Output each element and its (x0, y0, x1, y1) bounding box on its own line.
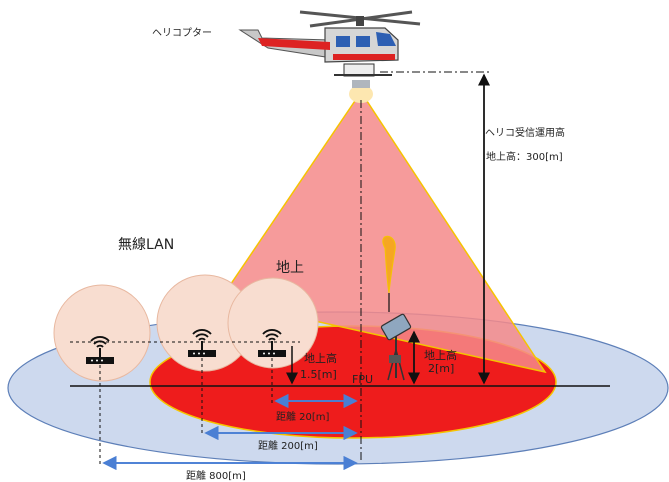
receiver-glow (349, 85, 373, 103)
fpu-height-label-line1: 地上高 (424, 349, 457, 362)
ground-label: 地上 (276, 260, 304, 276)
wireless-lan-label: 無線LAN (118, 237, 175, 253)
fpu-label: FPU (352, 373, 374, 386)
helicopter-label: ヘリコプター (152, 28, 212, 39)
lan-height-label-line2: 1.5[m] (300, 368, 337, 381)
lan-coverage-circle (227, 277, 319, 369)
lan-height-label-line1: 地上高 (304, 352, 337, 365)
fpu-height-label-line2: 2[m] (428, 362, 455, 375)
distance-200-label: 距離 200[m] (258, 441, 318, 452)
helicopter-icon (238, 10, 421, 88)
wireless-router-icon (258, 329, 286, 357)
distance-800-label: 距離 800[m] (186, 471, 246, 482)
wireless-router-icon (86, 336, 114, 364)
lan-coverage-circle (53, 284, 151, 382)
distance-20-label: 距離 20[m] (276, 412, 330, 423)
heli-altitude-label-line1: ヘリコ受信運用高 (485, 128, 565, 139)
wireless-router-icon (188, 329, 216, 357)
fpu-antenna-icon (380, 235, 412, 381)
heli-altitude-label-line2: 地上高：300[m] (486, 152, 563, 163)
